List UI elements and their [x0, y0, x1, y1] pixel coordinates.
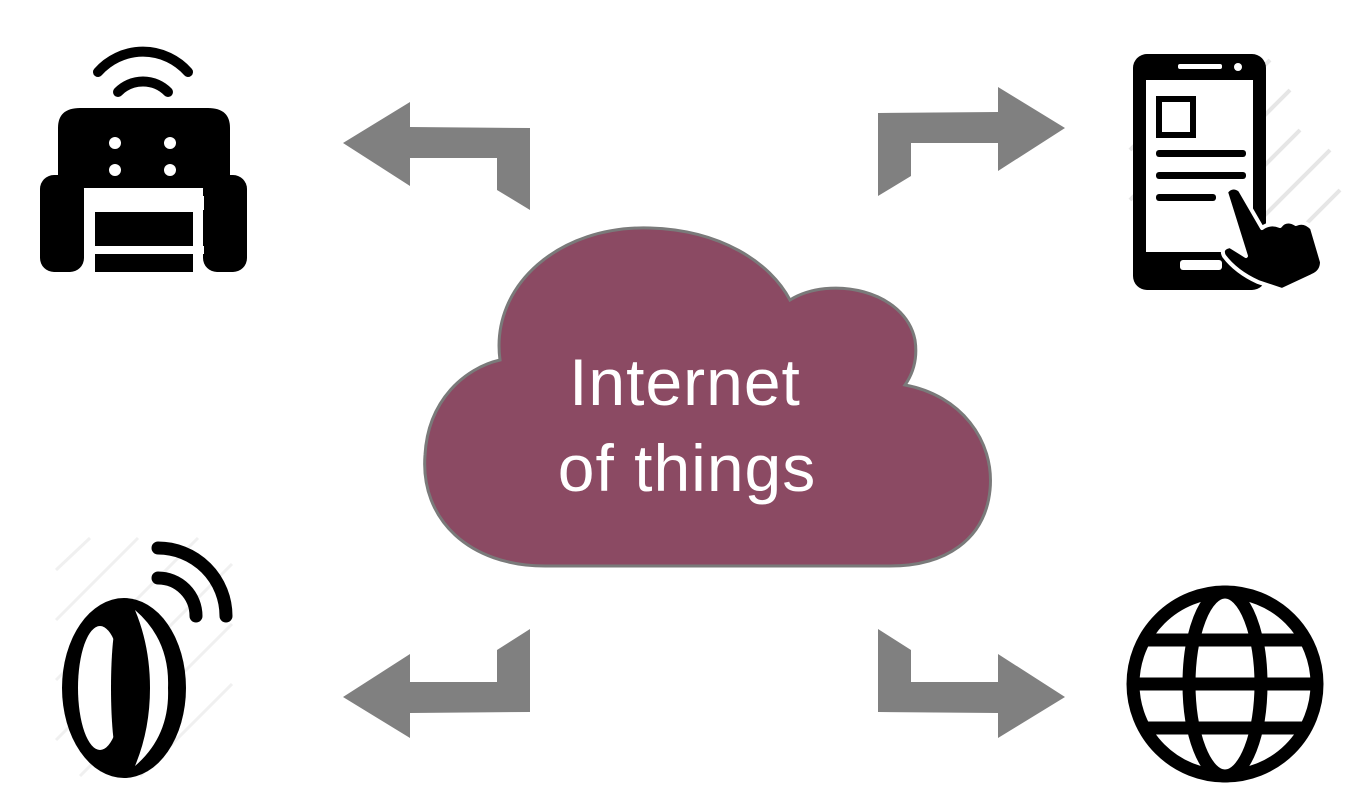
smart-ring-icon	[54, 536, 234, 778]
globe-icon	[1126, 585, 1324, 783]
cloud-title-line1: Internet	[569, 345, 801, 419]
cloud: Internet of things	[423, 226, 992, 568]
cloud-title-line2: of things	[558, 431, 817, 505]
arrows	[343, 87, 1065, 738]
arrow-bottom-right	[878, 629, 1065, 738]
cloud-shape	[423, 226, 992, 568]
smartphone-touch-icon	[1128, 54, 1342, 292]
arrow-top-right	[878, 87, 1065, 196]
arrow-bottom-left	[343, 629, 530, 738]
arrow-top-left	[343, 102, 530, 210]
smart-armchair-icon	[40, 46, 247, 272]
